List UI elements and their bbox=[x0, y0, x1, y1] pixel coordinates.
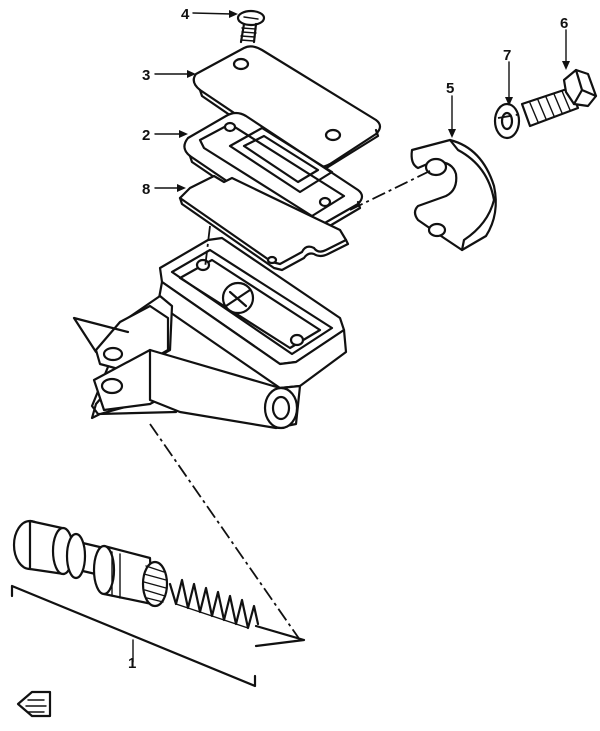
callout-5: 5 bbox=[446, 80, 454, 97]
washer-icon bbox=[493, 102, 521, 140]
callout-3: 3 bbox=[142, 67, 150, 84]
callout-6: 6 bbox=[560, 15, 568, 32]
leader-lines bbox=[132, 10, 570, 663]
piston-assembly-icon bbox=[12, 519, 260, 630]
callout-2: 2 bbox=[142, 127, 150, 144]
callout-1: 1 bbox=[128, 655, 136, 672]
callout-8: 8 bbox=[142, 181, 150, 198]
screw-icon bbox=[236, 9, 266, 44]
clamp-holder-icon bbox=[410, 138, 497, 252]
reservoir-cap-icon bbox=[192, 45, 382, 174]
bolt-icon bbox=[520, 68, 598, 128]
master-cylinder-body-icon bbox=[90, 236, 348, 430]
assembly-lines bbox=[72, 113, 523, 648]
piston-bracket bbox=[10, 584, 257, 688]
forward-arrow-icon bbox=[16, 690, 52, 718]
plate-gasket-icon bbox=[178, 174, 350, 272]
diaphragm-icon bbox=[183, 111, 364, 236]
callout-4: 4 bbox=[181, 6, 190, 23]
callout-7: 7 bbox=[503, 47, 511, 64]
